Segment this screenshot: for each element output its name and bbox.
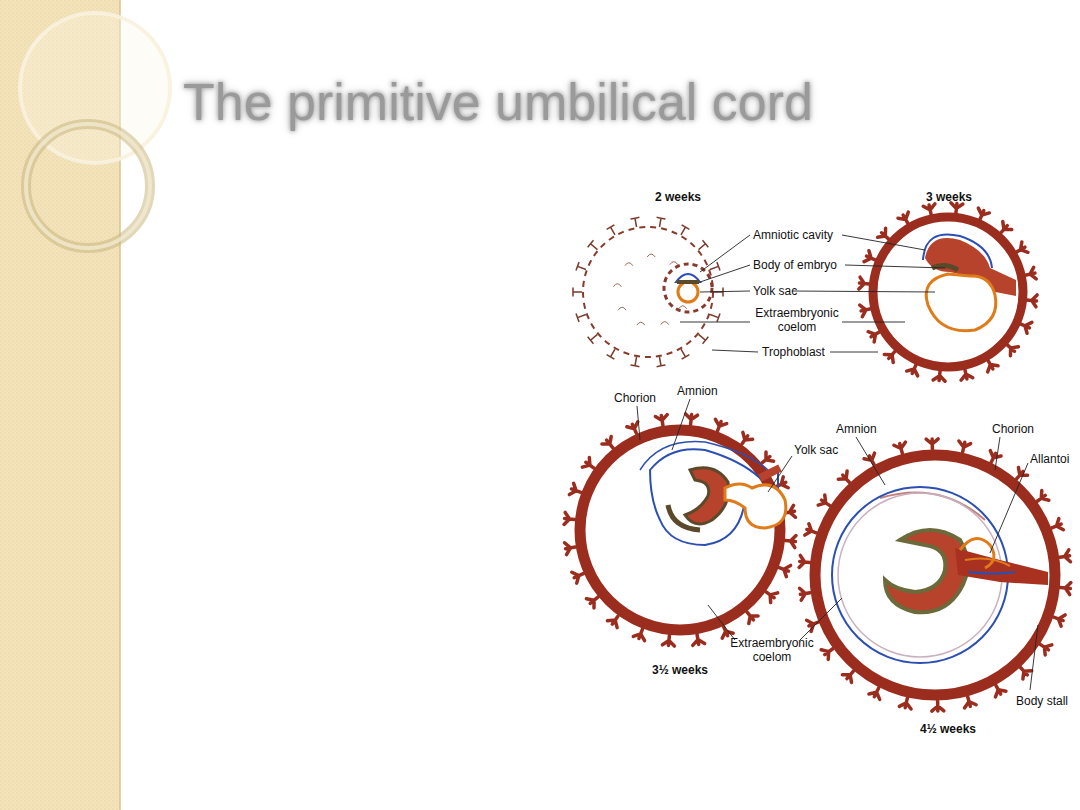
part-label: Body of embryo (753, 258, 837, 272)
part-label: Allantoi (1030, 452, 1069, 466)
part-label: Extraembryonic coelom (753, 306, 841, 334)
part-label: Yolk sac (753, 284, 797, 298)
part-label: Chorion (614, 391, 656, 405)
part-label: Trophoblast (762, 345, 825, 359)
stage-label: 3½ weeks (652, 663, 708, 677)
trophoblast-ring (583, 227, 713, 357)
part-label: Amnion (836, 422, 877, 436)
part-label: Amniotic cavity (753, 228, 833, 242)
stage-label: 2 weeks (655, 190, 701, 204)
part-label: Extraembryonic coelom (728, 636, 816, 664)
chorionic-villi (564, 203, 1071, 711)
part-label: Body stall (1016, 694, 1068, 708)
chorion-ring (815, 455, 1055, 695)
stage-label: 3 weeks (926, 190, 972, 204)
part-label: Chorion (992, 422, 1034, 436)
part-label: Yolk sac (794, 443, 838, 457)
part-label: Amnion (677, 384, 718, 398)
stage-label: 4½ weeks (920, 722, 976, 736)
slide-title: The primitive umbilical cord (183, 70, 813, 134)
leader-lines (637, 235, 1038, 690)
chorion-ring (580, 430, 780, 630)
